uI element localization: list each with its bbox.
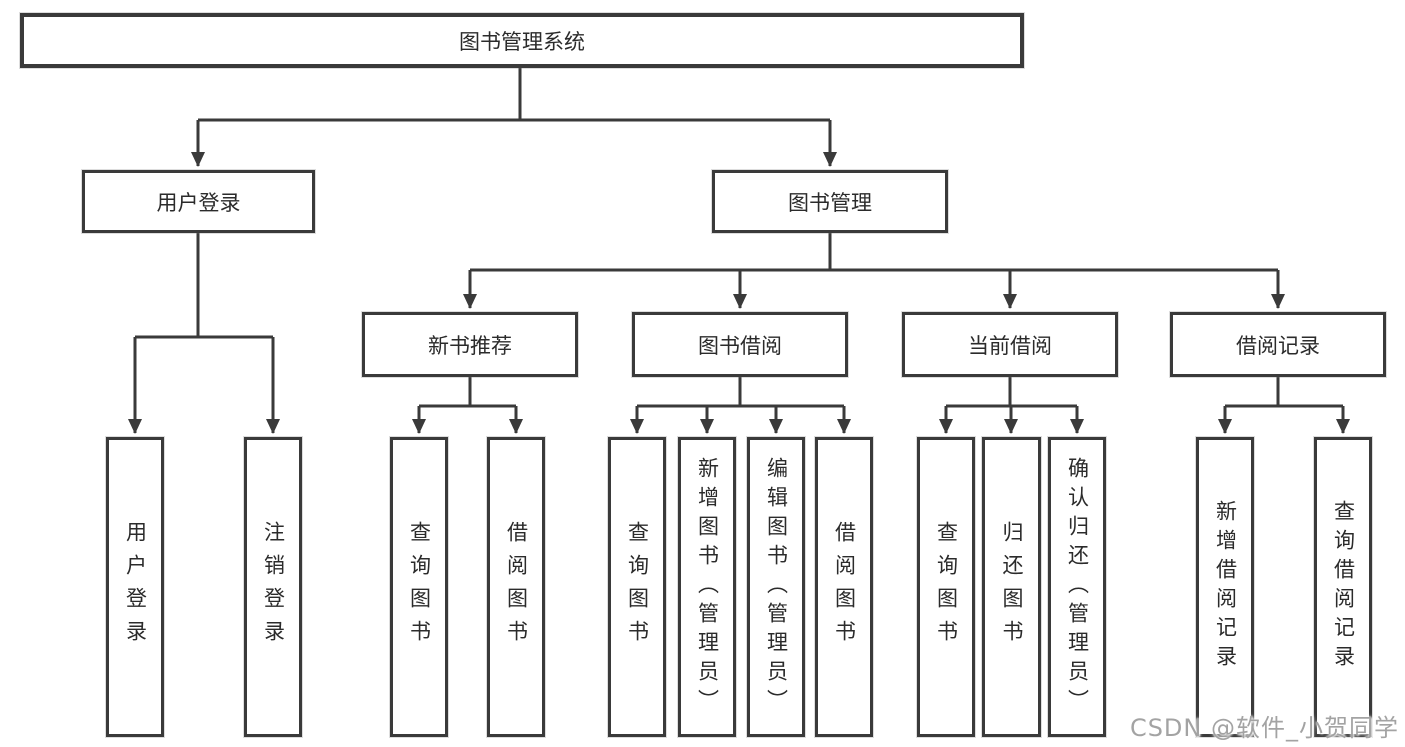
leaf-query-books-current: 查询图书 xyxy=(917,437,975,737)
node-book-borrow: 图书借阅 xyxy=(632,312,848,377)
leaf-confirm-return-admin: 确认归还（管理员） xyxy=(1048,437,1106,737)
leaf-borrow-books-recommend-label: 借阅图书 xyxy=(504,521,529,653)
leaf-edit-book-admin-label: 编辑图书（管理员） xyxy=(764,456,789,718)
leaf-add-borrow-record: 新增借阅记录 xyxy=(1196,437,1254,737)
node-user-login: 用户登录 xyxy=(82,170,315,233)
leaf-confirm-return-admin-label: 确认归还（管理员） xyxy=(1065,456,1090,718)
leaf-query-books-recommend-label: 查询图书 xyxy=(407,521,432,653)
leaf-logout-label: 注销登录 xyxy=(261,521,286,653)
node-book-management: 图书管理 xyxy=(712,170,948,233)
leaf-user-login-label: 用户登录 xyxy=(123,521,148,653)
leaf-query-borrow-record: 查询借阅记录 xyxy=(1314,437,1372,737)
leaf-return-book: 归还图书 xyxy=(982,437,1041,737)
leaf-query-books-recommend: 查询图书 xyxy=(390,437,448,737)
node-current-borrow: 当前借阅 xyxy=(902,312,1118,377)
leaf-borrow-books-label: 借阅图书 xyxy=(832,521,857,653)
leaf-add-borrow-record-label: 新增借阅记录 xyxy=(1213,500,1238,674)
leaf-query-books-current-label: 查询图书 xyxy=(934,521,959,653)
leaf-add-book-admin-label: 新增图书（管理员） xyxy=(695,456,720,718)
leaf-borrow-books: 借阅图书 xyxy=(815,437,873,737)
leaf-query-books-borrow-label: 查询图书 xyxy=(625,521,650,653)
node-root: 图书管理系统 xyxy=(20,13,1024,68)
leaf-return-book-label: 归还图书 xyxy=(1000,521,1024,653)
leaf-user-login: 用户登录 xyxy=(106,437,164,737)
leaf-logout: 注销登录 xyxy=(244,437,302,737)
leaf-borrow-books-recommend: 借阅图书 xyxy=(487,437,545,737)
node-new-book-recommend: 新书推荐 xyxy=(362,312,578,377)
node-borrow-records: 借阅记录 xyxy=(1170,312,1386,377)
leaf-edit-book-admin: 编辑图书（管理员） xyxy=(747,437,805,737)
csdn-watermark: CSDN @软件_小贺同学 xyxy=(1129,714,1399,742)
leaf-add-book-admin: 新增图书（管理员） xyxy=(678,437,736,737)
leaf-query-books-borrow: 查询图书 xyxy=(608,437,666,737)
leaf-query-borrow-record-label: 查询借阅记录 xyxy=(1331,500,1356,674)
